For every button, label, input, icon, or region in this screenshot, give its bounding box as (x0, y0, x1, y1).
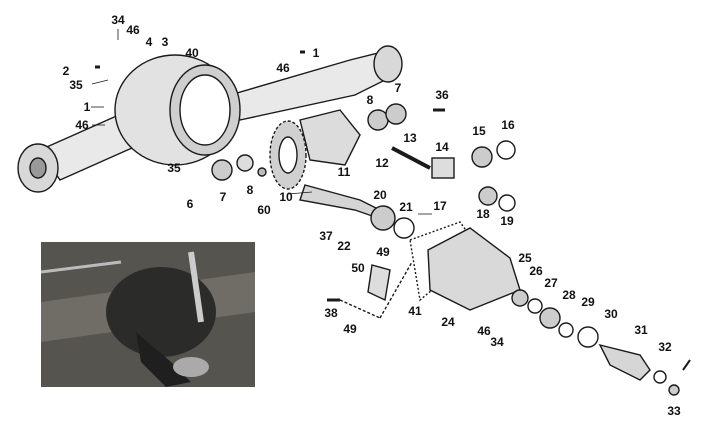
part-label: 60 (257, 203, 271, 217)
part-label: 20 (373, 188, 387, 202)
gasket (409, 221, 481, 302)
part-label: 4 (145, 35, 153, 49)
part-label: 8 (366, 93, 374, 107)
part-label: 14 (435, 140, 449, 154)
companion-flange (598, 343, 651, 381)
part-label: 37 (319, 229, 333, 243)
part-label: 12 (375, 156, 389, 170)
part-label: 41 (408, 304, 422, 318)
part-label: 35 (167, 161, 181, 175)
right-flange (373, 45, 403, 83)
part-label: 17 (433, 199, 447, 213)
part-label: 30 (604, 307, 618, 321)
part-label: 13 (403, 131, 417, 145)
part-label: 1 (83, 100, 91, 114)
part-label: 34 (111, 13, 125, 27)
part-label: 33 (667, 404, 681, 418)
part-label: 38 (324, 306, 338, 320)
part-label: 35 (69, 78, 83, 92)
pinion-shaft (299, 184, 381, 219)
pinion-bearing (370, 205, 396, 231)
part-label: 31 (634, 323, 648, 337)
bearing-7 (211, 159, 233, 181)
assembled-axle-photo (41, 242, 255, 387)
washer-16 (496, 140, 516, 160)
part-label: 7 (394, 81, 402, 95)
part-label: 21 (399, 200, 413, 214)
part-label: 3 (161, 35, 169, 49)
part-label: 24 (441, 315, 455, 329)
part-label: 49 (376, 245, 390, 259)
part-label: 7 (219, 190, 227, 204)
shim (393, 217, 415, 239)
part-label: 10 (279, 190, 293, 204)
gear-15 (471, 146, 493, 168)
part-label: 36 (435, 88, 449, 102)
part-label: 27 (544, 276, 558, 290)
part-label: 1 (312, 46, 320, 60)
part-label: 49 (343, 322, 357, 336)
part-label: 46 (75, 118, 89, 132)
part-label: 2 (62, 64, 70, 78)
part-label: 32 (658, 340, 672, 354)
part-label: 34 (490, 335, 504, 349)
part-label: 25 (518, 251, 532, 265)
part-label: 28 (562, 288, 576, 302)
axle-housing-right-tube (229, 49, 396, 121)
part-label: 11 (337, 165, 351, 179)
part-label: 46 (276, 61, 290, 75)
part-label: 16 (501, 118, 515, 132)
shaft-13 (391, 146, 431, 170)
part-label: 8 (246, 183, 254, 197)
part-label: 26 (529, 264, 543, 278)
carrier-housing (427, 227, 521, 311)
part-label: 6 (186, 197, 194, 211)
bearing-8 (236, 154, 254, 172)
part-label: 18 (476, 207, 490, 221)
part-label: 46 (477, 324, 491, 338)
part-label: 19 (500, 214, 514, 228)
part-label: 22 (337, 239, 351, 253)
part-label: 29 (581, 295, 595, 309)
differential-case (299, 109, 361, 166)
part-label: 50 (351, 261, 365, 275)
block-14 (431, 157, 455, 179)
part-label: 40 (185, 46, 199, 60)
part-label: 46 (126, 23, 140, 37)
bracket-49 (367, 264, 391, 302)
part-label: 15 (472, 124, 486, 138)
